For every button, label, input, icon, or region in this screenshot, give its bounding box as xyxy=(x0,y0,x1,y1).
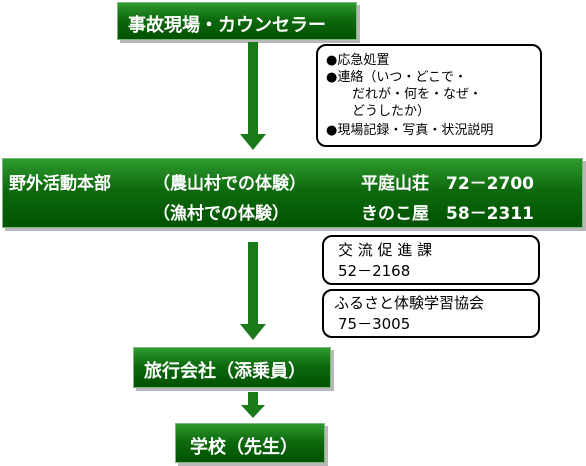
contact-name: ふるさと体験学習協会 xyxy=(334,294,485,312)
hq-fishing-village-label: （漁村での体験） xyxy=(153,204,289,224)
flow-step-school: 学校（先生） xyxy=(175,423,325,463)
checklist-text: 連絡（いつ・どこで・ xyxy=(337,70,467,85)
checklist-item-contact-line3: どうしたか） xyxy=(352,104,431,119)
flow-step-travel-agency: 旅行会社（添乗員） xyxy=(133,347,331,388)
checklist-text: 現場記録・写真・状況説明 xyxy=(337,123,494,138)
arrow-head xyxy=(241,405,265,418)
checklist-item-contact: ●連絡（いつ・どこで・ xyxy=(326,71,467,84)
arrow-shaft xyxy=(248,42,258,134)
step-accident-scene-label: 事故現場・カウンセラー xyxy=(128,15,326,36)
flow-step-accident-scene: 事故現場・カウンセラー xyxy=(117,2,357,40)
contact-name: 交 流 促 進 課 xyxy=(338,241,433,259)
step-school-label: 学校（先生） xyxy=(190,437,298,458)
checklist-item-contact-line2: だれが・何を・なぜ・ xyxy=(352,87,483,102)
checklist-text: 応急処置 xyxy=(337,53,390,68)
contact-phone: 75－3005 xyxy=(338,315,411,333)
arrow-shaft xyxy=(248,392,258,405)
arrow-head xyxy=(240,134,266,150)
hq-fishing-village-contact: きのこ屋 58－2311 xyxy=(361,204,534,224)
checklist-item-record: ●現場記録・写真・状況説明 xyxy=(326,124,493,137)
bullet-icon: ● xyxy=(326,53,338,68)
step-travel-agency-label: 旅行会社（添乗員） xyxy=(144,361,306,382)
hq-farm-village-contact: 平庭山荘 72－2700 xyxy=(361,174,534,194)
contact-phone: 52－2168 xyxy=(338,262,411,280)
note-contact-furusato-association: ふるさと体験学習協会 75－3005 xyxy=(322,289,540,338)
bullet-icon: ● xyxy=(326,123,338,138)
note-checklist: ●応急処置 ●連絡（いつ・どこで・ だれが・何を・なぜ・ どうしたか） ●現場記… xyxy=(316,44,542,147)
flow-step-outdoor-hq: 野外活動本部 （農山村での体験） 平庭山荘 72－2700 （漁村での体験） き… xyxy=(2,158,583,228)
note-contact-exchange-promotion: 交 流 促 進 課 52－2168 xyxy=(322,235,540,285)
hq-org-label: 野外活動本部 xyxy=(9,174,111,194)
checklist-item-first-aid: ●応急処置 xyxy=(326,54,389,67)
arrow-shaft xyxy=(248,242,258,324)
arrow-head xyxy=(240,324,266,340)
bullet-icon: ● xyxy=(326,70,338,85)
hq-farm-village-label: （農山村での体験） xyxy=(153,174,306,194)
